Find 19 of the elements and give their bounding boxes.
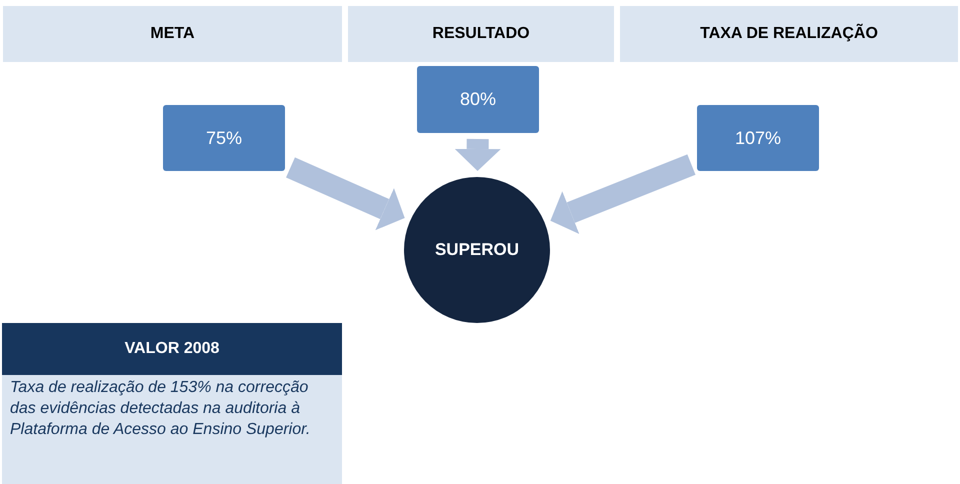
header-text: TAXA DE REALIZAÇÃO [700,25,878,43]
value-text: 107% [734,128,782,148]
value-text: 75% [206,128,242,148]
panel-heading: VALOR 2008 [2,323,342,375]
column-header [620,6,958,62]
value-text: 80% [460,89,496,110]
block-arrow [454,138,501,171]
block-arrow [286,157,405,230]
panel-text: Taxa de realização de 153% na correcção das evidências detectadas na auditoria à Plataforma de Acesso ao Ensino Superior. [9,378,312,440]
value-box [163,105,285,171]
result-text: SUPEROU [434,240,520,260]
column-header [348,6,614,62]
block-arrow [550,154,696,234]
header-text: META [150,25,195,43]
column-header [3,6,342,62]
header-text: RESULTADO [432,25,530,43]
value-box [697,105,819,171]
info-panel [2,323,342,484]
value-box [417,66,539,133]
